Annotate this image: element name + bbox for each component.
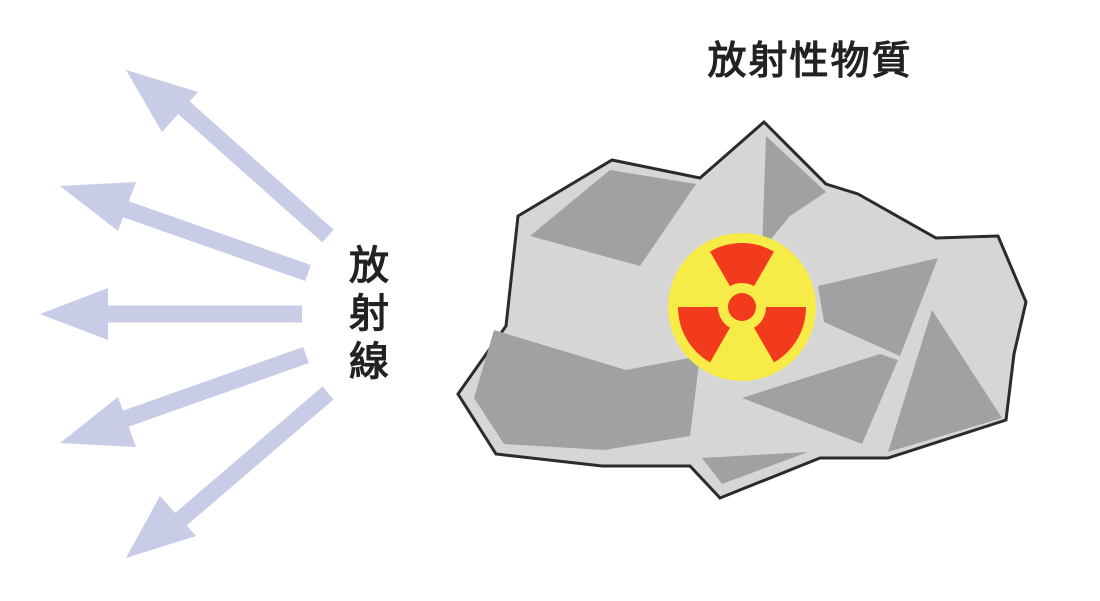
rock-facet (702, 452, 808, 484)
radiation-label: 放 射 線 (349, 243, 389, 385)
rock-facet (530, 170, 696, 266)
arrow-shaft (176, 99, 334, 243)
radiation-arrow-3 (40, 288, 302, 340)
arrow-shaft (105, 194, 311, 282)
arrow-head (40, 288, 108, 340)
radiation-arrow-1 (126, 70, 334, 243)
material-title: 放射性物質 (707, 39, 913, 84)
rock-facet (474, 330, 700, 450)
arrow-shaft (174, 386, 334, 527)
arrow-head (126, 496, 196, 558)
radiation-arrow-2 (60, 182, 311, 282)
radiation-arrows (40, 70, 334, 558)
trefoil-blade (677, 307, 730, 363)
radiation-trefoil-icon (668, 233, 816, 381)
rock-facet (818, 258, 938, 356)
arrow-shaft (105, 346, 309, 434)
radiation-arrow-5 (126, 386, 334, 558)
rock-facets (474, 136, 1002, 484)
rock-facet (888, 310, 1002, 452)
rock-facet (762, 136, 826, 250)
radiation-arrow-4 (60, 346, 309, 447)
arrow-head (60, 182, 136, 231)
trefoil-blade (710, 242, 774, 287)
arrow-head (126, 70, 198, 132)
rock-facet (742, 354, 898, 444)
arrow-head (60, 397, 136, 447)
trefoil-center (728, 293, 756, 321)
radioactive-rock (456, 119, 1028, 500)
trefoil-blade (754, 307, 806, 363)
